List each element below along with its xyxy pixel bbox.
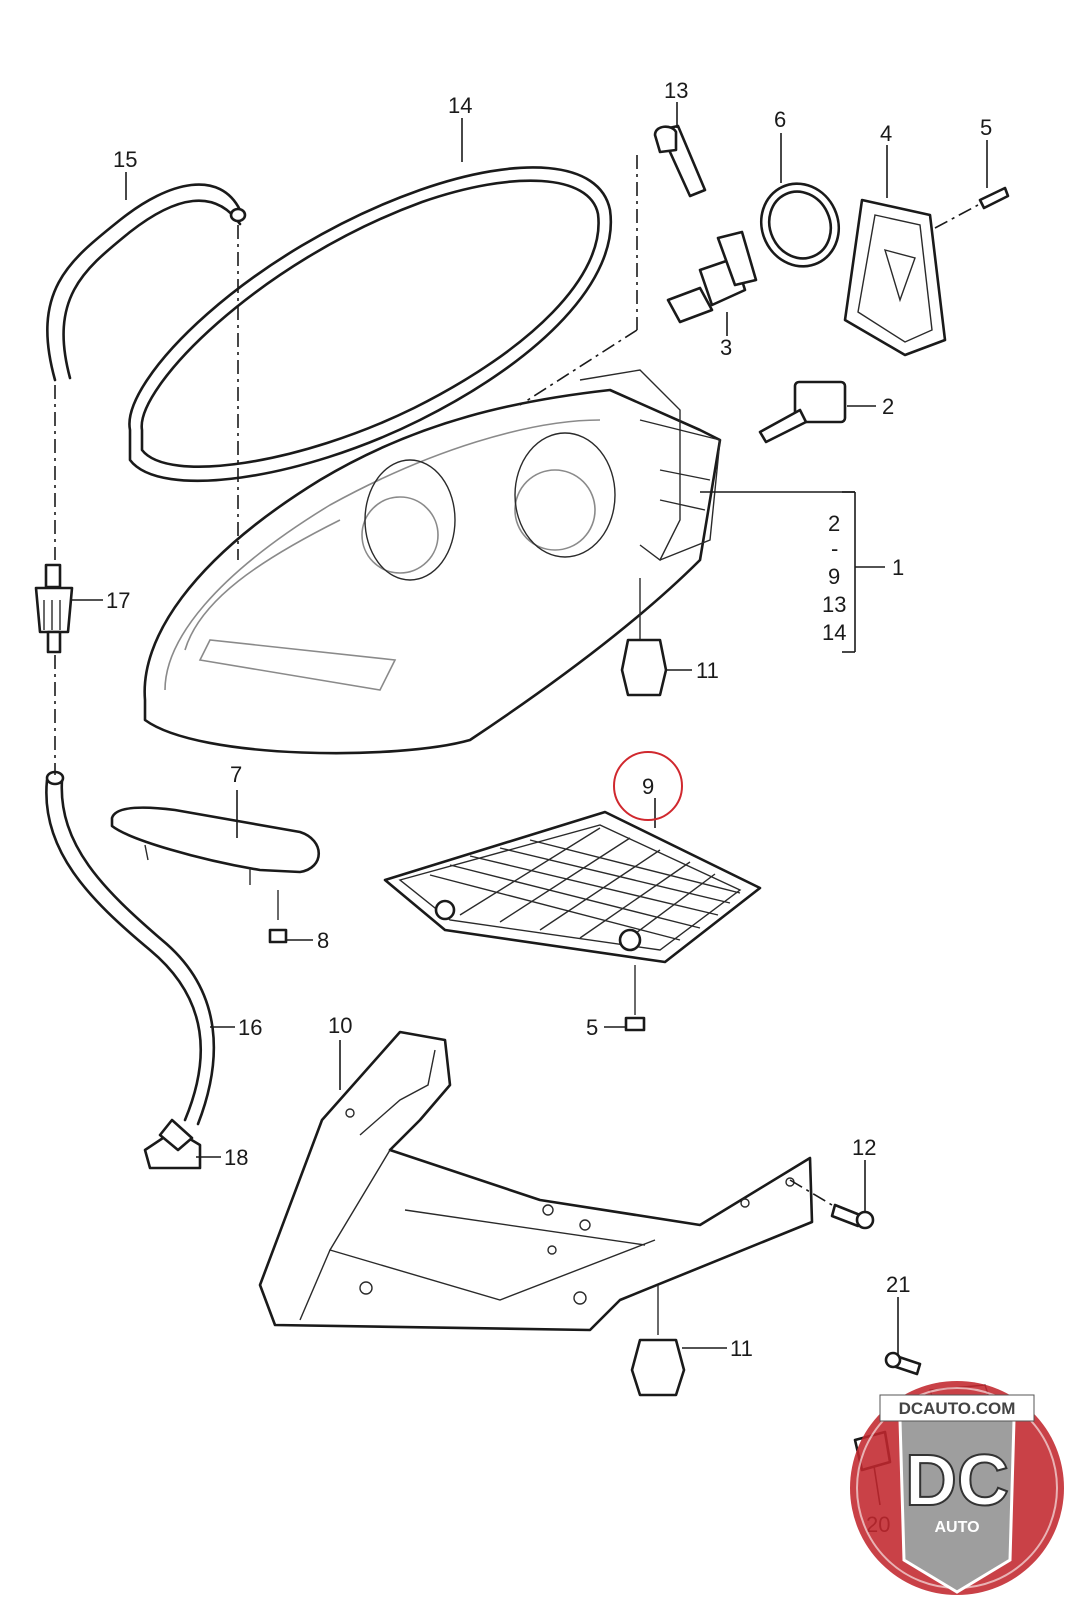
bolt-part-21 [884,1351,922,1376]
headlamp-housing-part-1 [143,369,722,755]
filter-part-17 [34,563,74,654]
callout-7: 7 [230,762,242,787]
control-unit-part-9 [383,810,762,1015]
bracket-item-2: 9 [828,564,840,589]
clip-part-18 [143,1118,202,1170]
hose-part-15 [46,183,247,382]
callout-9: 9 [642,774,654,799]
bolt-part-12 [789,1179,875,1230]
damper-part-11-lower [630,1285,686,1397]
screw-part-5-top [934,186,1010,229]
callout-8: 8 [317,928,329,953]
callout-14: 14 [448,93,472,118]
watermark-letters: DC [905,1441,1009,1521]
ring-part-6 [759,182,841,268]
damper-part-11-top [620,578,668,697]
callout-13: 13 [664,78,688,103]
bracket-list: 2 - 9 13 14 [822,511,846,645]
watermark-top-text: DCAUTO.COM [899,1399,1016,1418]
dcauto-watermark-logo: DCAUTO.COM DC AUTO [850,1381,1064,1595]
bracket-item-4: 14 [822,620,846,645]
callout-18: 18 [224,1145,248,1170]
callout-11-lower: 11 [730,1336,753,1361]
assembly-lines [54,155,638,775]
socket-part-13 [653,124,707,198]
callout-3: 3 [720,335,732,360]
callout-5-lower: 5 [586,1015,598,1040]
callout-10: 10 [328,1013,352,1038]
highlight-circle: 9 [613,751,683,821]
leader-lines [70,102,988,1506]
callout-11-top: 11 [696,658,719,683]
bracket-item-3: 13 [822,592,846,617]
bracket-part-10 [258,1030,814,1332]
bracket-item-0: 2 [828,511,840,536]
callout-12: 12 [852,1135,876,1160]
callout-15: 15 [113,147,137,172]
callout-16: 16 [238,1015,262,1040]
bulb-part-3 [666,230,758,324]
screw-part-5-lower [624,1016,646,1032]
callout-4: 4 [880,121,892,146]
callout-17: 17 [106,588,130,613]
bulb-part-2 [758,380,847,444]
watermark-sub-text: AUTO [934,1519,979,1536]
cover-part-4 [843,198,947,357]
seal-ring-part-14 [128,166,613,483]
hose-part-16 [45,770,216,1126]
callout-5-top: 5 [980,115,992,140]
callout-1: 1 [892,555,904,580]
callout-21: 21 [886,1272,910,1297]
bracket-item-1: - [831,536,838,561]
trim-part-7 [110,806,320,885]
callout-6: 6 [774,107,786,132]
callout-2: 2 [882,394,894,419]
screw-part-8 [268,890,288,944]
